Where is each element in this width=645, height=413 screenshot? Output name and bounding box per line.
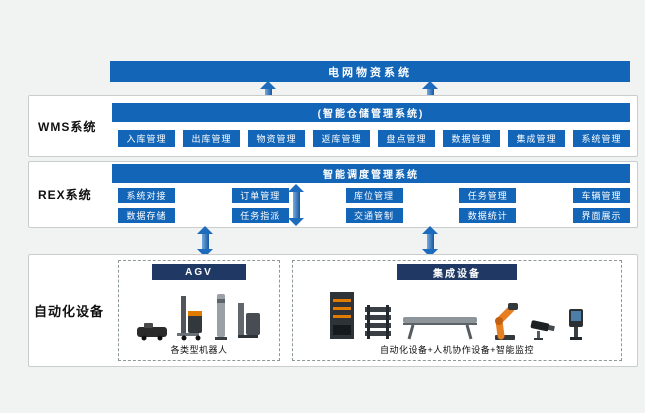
integrated-header-bar: 集成设备 xyxy=(397,264,517,280)
rex-header-bar: 智能调度管理系统 xyxy=(112,164,630,183)
top-system-bar: 电网物资系统 xyxy=(110,61,630,82)
wms-module-chip: 出库管理 xyxy=(183,130,240,147)
rex-module-chip: 订单管理 xyxy=(231,188,289,203)
rex-module-chip: 库位管理 xyxy=(345,188,403,203)
cctv-camera-icon xyxy=(530,320,555,340)
stacker-robot-icon xyxy=(238,303,260,338)
rex-module-chip: 系统对接 xyxy=(118,188,175,203)
wms-module-chip: 入库管理 xyxy=(118,130,175,147)
wms-module-row: 入库管理 出库管理 物资管理 返库管理 盘点管理 数据管理 集成管理 系统管理 xyxy=(118,130,630,147)
wms-section-label: WMS系统 xyxy=(38,119,97,134)
integrated-caption: 自动化设备+人机协作设备+智能监控 xyxy=(379,345,534,355)
rex-module-chip: 任务管理 xyxy=(459,188,517,203)
rex-module-chip: 数据统计 xyxy=(459,208,517,223)
wms-module-chip: 物资管理 xyxy=(248,130,305,147)
agv-icon-row xyxy=(119,280,279,343)
tray-stack-icon xyxy=(365,305,391,339)
double-arrow-icon xyxy=(422,226,438,257)
rex-module-chip: 车辆管理 xyxy=(573,188,630,203)
robot-arm-icon xyxy=(495,303,518,340)
rex-module-chip: 任务指派 xyxy=(231,208,289,223)
rex-module-chip: 交通管制 xyxy=(345,208,403,223)
forklift-agv-icon xyxy=(177,296,202,341)
vertical-lift-icon xyxy=(330,292,354,339)
kiosk-icon xyxy=(569,309,583,340)
agv-caption: 各类型机器人 xyxy=(170,345,228,355)
rex-module-grid: 系统对接 订单管理 库位管理 任务管理 车辆管理 数据存储 任务指派 交通管制 … xyxy=(118,188,630,223)
agv-panel: AGV xyxy=(118,260,280,361)
wms-module-chip: 返库管理 xyxy=(313,130,370,147)
wms-module-chip: 集成管理 xyxy=(508,130,565,147)
rex-section-label: REX系统 xyxy=(38,188,92,202)
rex-module-chip: 数据存储 xyxy=(118,208,175,223)
double-arrow-icon xyxy=(288,184,304,226)
wms-module-chip: 盘点管理 xyxy=(378,130,435,147)
integrated-equipment-panel: 集成设备 xyxy=(292,260,622,361)
integrated-icon-row xyxy=(293,280,621,343)
rex-module-chip: 界面展示 xyxy=(573,208,630,223)
automation-section-label: 自动化设备 xyxy=(34,304,105,319)
wms-module-chip: 系统管理 xyxy=(573,130,630,147)
wms-module-chip: 数据管理 xyxy=(443,130,500,147)
tower-robot-icon xyxy=(215,294,227,340)
conveyor-icon xyxy=(403,317,477,340)
wms-header-bar: (智能仓储管理系统) xyxy=(112,103,630,122)
agv-cart-icon xyxy=(137,323,167,341)
double-arrow-icon xyxy=(197,226,213,257)
agv-header-bar: AGV xyxy=(152,264,246,280)
